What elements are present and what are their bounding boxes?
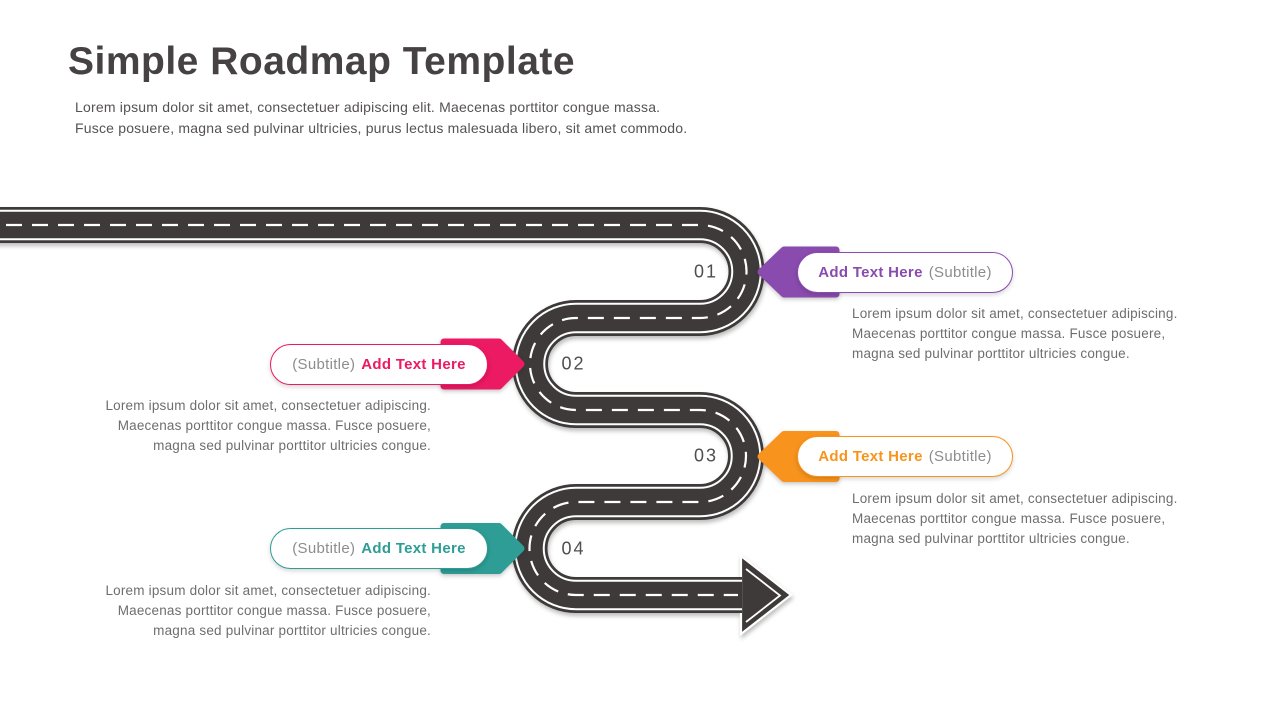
milestone-4-label: Add Text Here [361,540,466,557]
road-arrow-inner-line [745,568,782,623]
road-arrow-icon [739,553,793,637]
slide-title: Simple Roadmap Template [68,40,576,83]
milestone-2-label-pill[interactable]: (Subtitle) Add Text Here [270,343,488,385]
milestone-2-number: 02 [561,353,586,374]
milestone-2-subtitle: (Subtitle) [292,355,356,373]
milestone-1-label-pill[interactable]: Add Text Here (Subtitle) [797,251,1013,293]
milestone-4-description: Lorem ipsum dolor sit amet, consectetuer… [105,583,431,638]
milestone-1-subtitle: (Subtitle) [928,263,992,281]
milestone-1-label: Add Text Here [818,263,923,281]
milestone-3-description: Lorem ipsum dolor sit amet, consectetuer… [852,491,1178,546]
road [0,207,793,637]
milestone-3-label: Add Text Here [818,448,923,465]
milestone-4-label-pill[interactable]: (Subtitle) Add Text Here [270,528,488,569]
road-center-dashes [0,223,748,597]
milestone-1-number: 01 [693,261,719,281]
milestone-2-description: Lorem ipsum dolor sit amet, consectetuer… [105,398,431,453]
milestone-4-number: 04 [561,538,586,558]
milestone-3-subtitle: (Subtitle) [928,448,992,465]
milestone-4-subtitle: (Subtitle) [292,540,356,557]
milestone-2-label: Add Text Here [361,355,466,373]
milestone-1-description: Lorem ipsum dolor sit amet, consectetuer… [852,306,1178,361]
slide-subtitle: Lorem ipsum dolor sit amet, consectetuer… [75,99,688,136]
milestone-3-number: 03 [693,445,719,466]
milestone-3-label-pill[interactable]: Add Text Here (Subtitle) [797,436,1013,477]
